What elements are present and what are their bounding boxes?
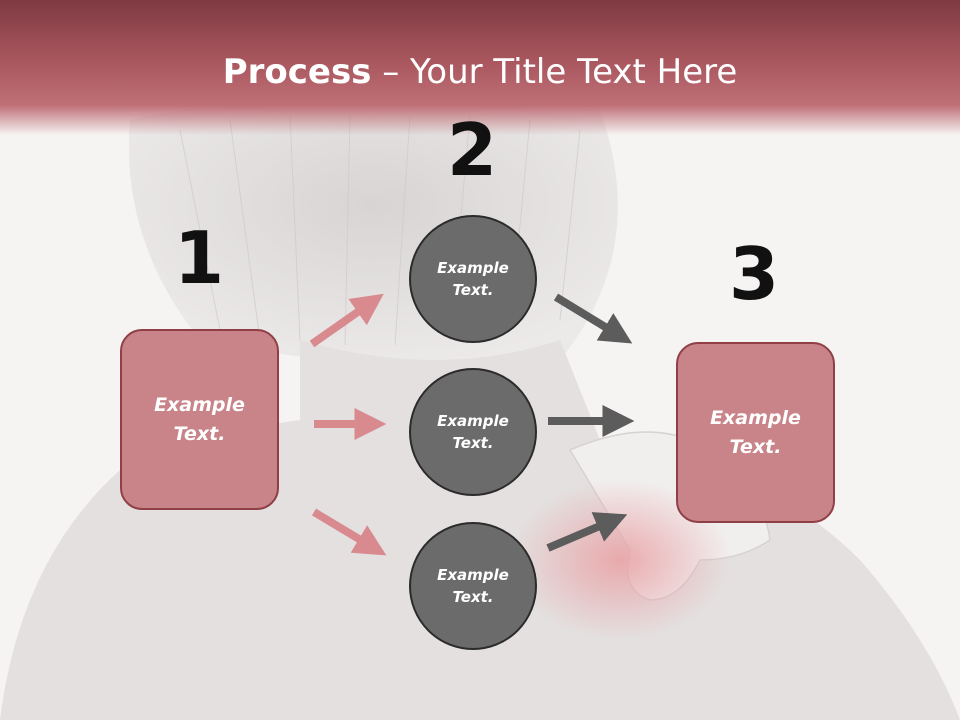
slide-title: Process – Your Title Text Here xyxy=(0,52,960,92)
title-rest: – Your Title Text Here xyxy=(371,52,738,92)
circle-top-text-line1: Example xyxy=(437,258,509,277)
step-1-text-line2: Text. xyxy=(173,422,226,445)
step-3-text-line2: Text. xyxy=(729,435,782,458)
title-bold: Process xyxy=(222,52,372,92)
step-number-3: 3 xyxy=(728,232,780,316)
circle-top-text-line2: Text. xyxy=(452,281,494,299)
title-bar xyxy=(0,0,960,135)
circle-bottom-text-line1: Example xyxy=(437,565,509,584)
circle-bottom-text-line2: Text. xyxy=(452,588,494,606)
circle-middle-text-line2: Text. xyxy=(452,434,494,452)
step-number-1: 1 xyxy=(173,216,225,300)
step-3-text-line1: Example xyxy=(710,407,801,429)
step-number-2: 2 xyxy=(446,108,498,192)
step-1-text-line1: Example xyxy=(154,394,245,416)
circle-middle-text-line1: Example xyxy=(437,411,509,430)
